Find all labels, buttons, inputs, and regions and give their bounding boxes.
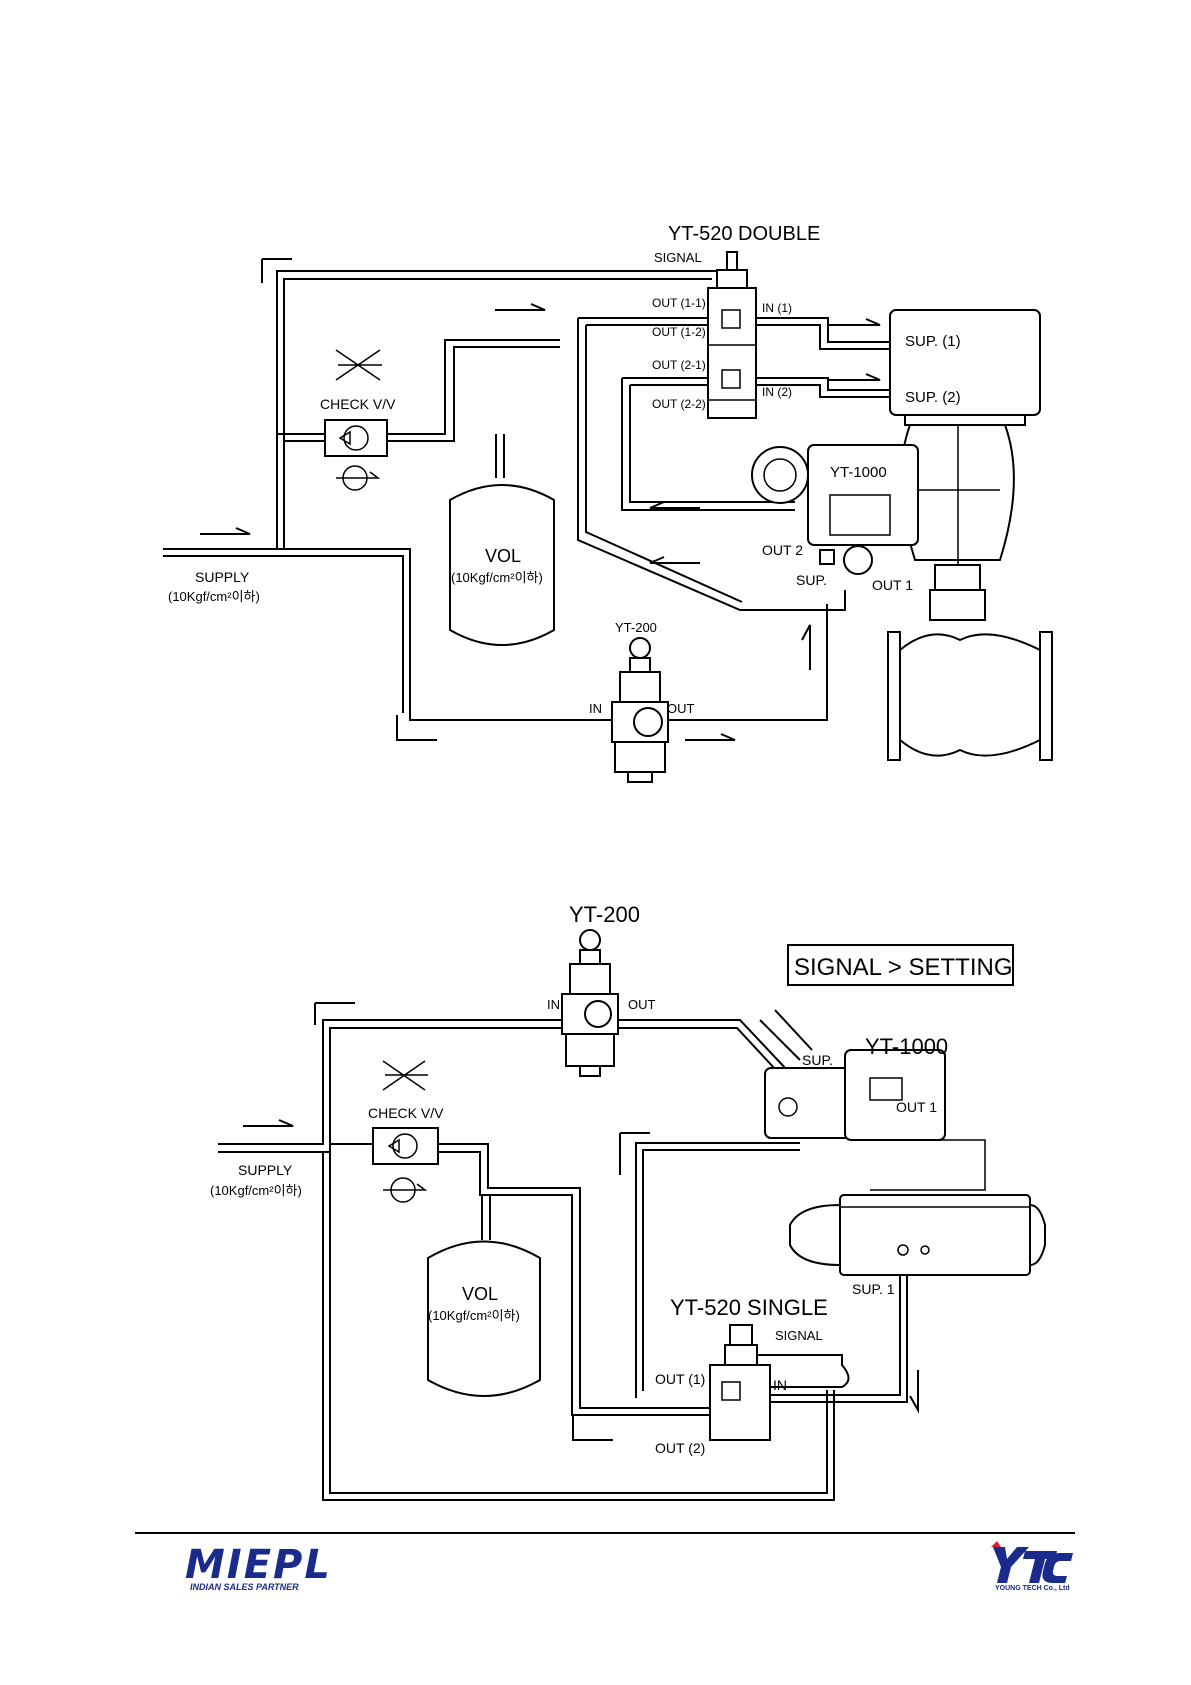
yt200-label: YT-200 xyxy=(615,620,657,635)
flow-arrow xyxy=(200,527,251,535)
supply-label: SUPPLY xyxy=(195,569,250,585)
ytc-subtitle: YOUNG TECH Co., Ltd xyxy=(995,1585,1070,1592)
actuator xyxy=(880,309,1041,621)
sup-2-label: SUP. (2) xyxy=(905,389,961,406)
flow-arrow xyxy=(495,303,546,311)
out-2-label: OUT (2) xyxy=(655,1440,705,1456)
check-valve-label: CHECK V/V xyxy=(368,1105,444,1121)
flow-arrow xyxy=(619,1132,650,1175)
flow-arrow xyxy=(243,1119,294,1127)
sup1-label: SUP. 1 xyxy=(852,1281,895,1297)
sup-1-label: SUP. (1) xyxy=(905,333,961,350)
flow-arrow xyxy=(828,373,881,381)
supply-label: SUPPLY xyxy=(238,1162,293,1178)
flow-arrow xyxy=(314,1002,355,1025)
yt520-single-title: YT-520 SINGLE xyxy=(670,1295,828,1320)
vol-label: VOL xyxy=(485,546,521,566)
yt520-double-title: YT-520 DOUBLE xyxy=(668,223,820,245)
check-valve-symbol xyxy=(324,349,388,491)
positioner xyxy=(764,1049,986,1191)
flow-arrow xyxy=(649,556,700,564)
out-1-label: OUT (1) xyxy=(655,1371,705,1387)
supply-spec-label: (10Kgf/cm²이하) xyxy=(168,589,260,604)
out1-label: OUT 1 xyxy=(872,577,913,593)
yt200-title: YT-200 xyxy=(569,902,640,927)
out-2-1-label: OUT (2-1) xyxy=(652,358,706,372)
out2-label: OUT 2 xyxy=(762,542,803,558)
supply-spec-label: (10Kgf/cm²이하) xyxy=(210,1183,302,1198)
yt520-single xyxy=(709,1324,771,1441)
signal-label: SIGNAL xyxy=(654,250,702,265)
actuator xyxy=(789,1194,1046,1276)
vol-spec-label: (10Kgf/cm²이하) xyxy=(428,1308,520,1323)
sup-label: SUP. xyxy=(802,1052,833,1068)
vol-label: VOL xyxy=(462,1284,498,1304)
check-valve-label: CHECK V/V xyxy=(320,396,396,412)
ytc-logo-mark xyxy=(991,1541,1073,1583)
sup-label: SUP. xyxy=(796,572,827,588)
positioner xyxy=(751,444,919,575)
flow-arrow xyxy=(801,624,811,670)
yt1000-label: YT-1000 xyxy=(830,464,887,481)
in-label: IN xyxy=(589,701,602,716)
flow-arrow xyxy=(909,1370,919,1414)
miepl-logo: MIEPL INDIAN SALES PARTNER xyxy=(185,1542,332,1592)
in-1-label: IN (1) xyxy=(762,301,792,315)
control-valve xyxy=(887,631,1053,761)
flow-arrow xyxy=(396,715,437,741)
signal-label: SIGNAL xyxy=(775,1328,823,1343)
ytc-logo: YOUNG TECH Co., Ltd xyxy=(985,1541,1075,1596)
volume-tank xyxy=(427,1240,541,1397)
regulator xyxy=(561,929,619,1077)
flow-arrow xyxy=(685,733,736,741)
in-2-label: IN (2) xyxy=(762,385,792,399)
in-label: IN xyxy=(547,997,560,1012)
volume-tank xyxy=(449,484,555,646)
miepl-subtitle: INDIAN SALES PARTNER xyxy=(190,1582,299,1592)
regulator xyxy=(611,637,669,783)
out-2-2-label: OUT (2-2) xyxy=(652,397,706,411)
yt520-double xyxy=(707,251,757,419)
supply-line xyxy=(163,548,828,721)
in-label-2: IN xyxy=(773,1377,787,1393)
out-label: OUT xyxy=(628,997,656,1012)
flow-arrow xyxy=(261,258,292,283)
flow-arrow xyxy=(828,318,881,326)
flow-arrow xyxy=(572,1415,613,1441)
flow-arrow xyxy=(649,501,700,509)
vol-spec-label: (10Kgf/cm²이하) xyxy=(451,570,543,585)
check-valve-symbol xyxy=(372,1060,439,1203)
out1-label: OUT 1 xyxy=(896,1099,937,1115)
out-label: OUT xyxy=(667,701,695,716)
yt1000-label: YT-1000 xyxy=(865,1034,948,1059)
signal-setting-label: SIGNAL > SETTING xyxy=(794,954,1013,981)
footer-divider xyxy=(135,1532,1075,1534)
signal-setting-box xyxy=(787,944,1014,986)
diagram-bottom: YT-200 IN OUT SIGNAL > SETTING SUP. YT-1… xyxy=(210,902,1046,1501)
flow-arrow xyxy=(759,1009,813,1061)
out-1-1-label: OUT (1-1) xyxy=(652,296,706,310)
out-1-2-label: OUT (1-2) xyxy=(652,325,706,339)
diagram-top: YT-520 DOUBLE SIGNAL OUT (1-1) OUT (1-2)… xyxy=(163,223,1053,783)
